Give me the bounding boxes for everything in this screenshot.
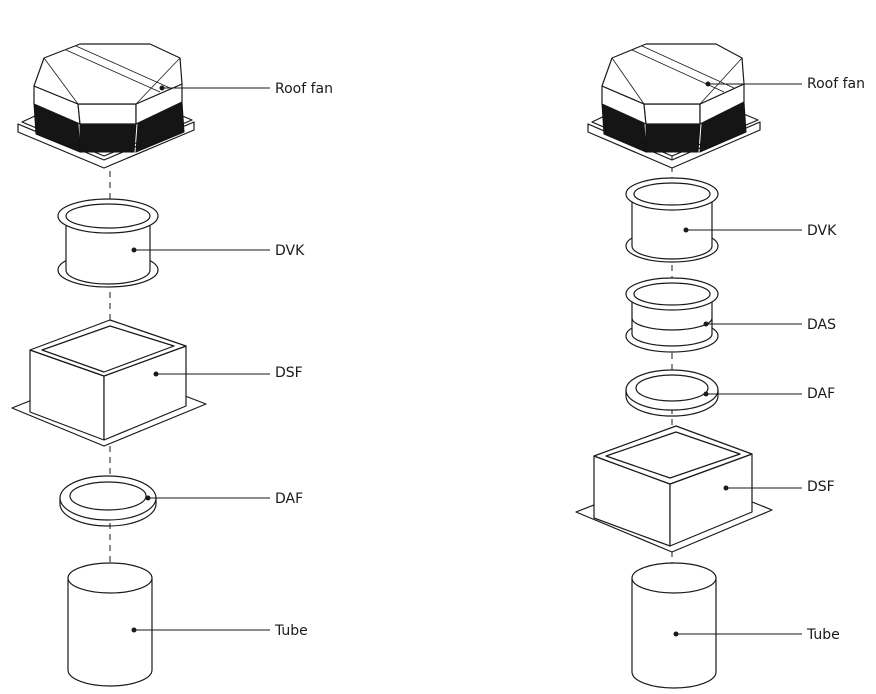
right-label-dvk: DVK bbox=[807, 223, 837, 239]
right-daf bbox=[625, 369, 719, 417]
left-dvk bbox=[57, 198, 159, 288]
right-tube bbox=[631, 562, 717, 689]
left-label-dvk: DVK bbox=[275, 243, 305, 259]
right-assembly: Roof fan DVK DAS DAF DSF Tube bbox=[575, 43, 865, 689]
right-dvk bbox=[625, 177, 719, 263]
right-dsf bbox=[575, 425, 773, 553]
left-leaders bbox=[131, 85, 270, 633]
right-label-roof-fan: Roof fan bbox=[807, 76, 865, 92]
right-das bbox=[625, 277, 719, 353]
left-label-daf: DAF bbox=[275, 491, 303, 507]
left-dsf bbox=[11, 319, 207, 447]
left-label-tube: Tube bbox=[274, 623, 308, 639]
right-roof-fan bbox=[587, 43, 761, 169]
right-label-das: DAS bbox=[807, 317, 836, 333]
left-assembly: Roof fan DVK DSF DAF Tube bbox=[11, 43, 333, 687]
right-leaders bbox=[673, 81, 802, 637]
right-label-dsf: DSF bbox=[807, 479, 835, 495]
left-roof-fan bbox=[17, 43, 195, 169]
left-label-dsf: DSF bbox=[275, 365, 303, 381]
left-tube bbox=[67, 562, 153, 687]
left-label-roof-fan: Roof fan bbox=[275, 81, 333, 97]
right-label-daf: DAF bbox=[807, 386, 835, 402]
left-daf bbox=[59, 475, 157, 527]
right-label-tube: Tube bbox=[806, 627, 840, 643]
